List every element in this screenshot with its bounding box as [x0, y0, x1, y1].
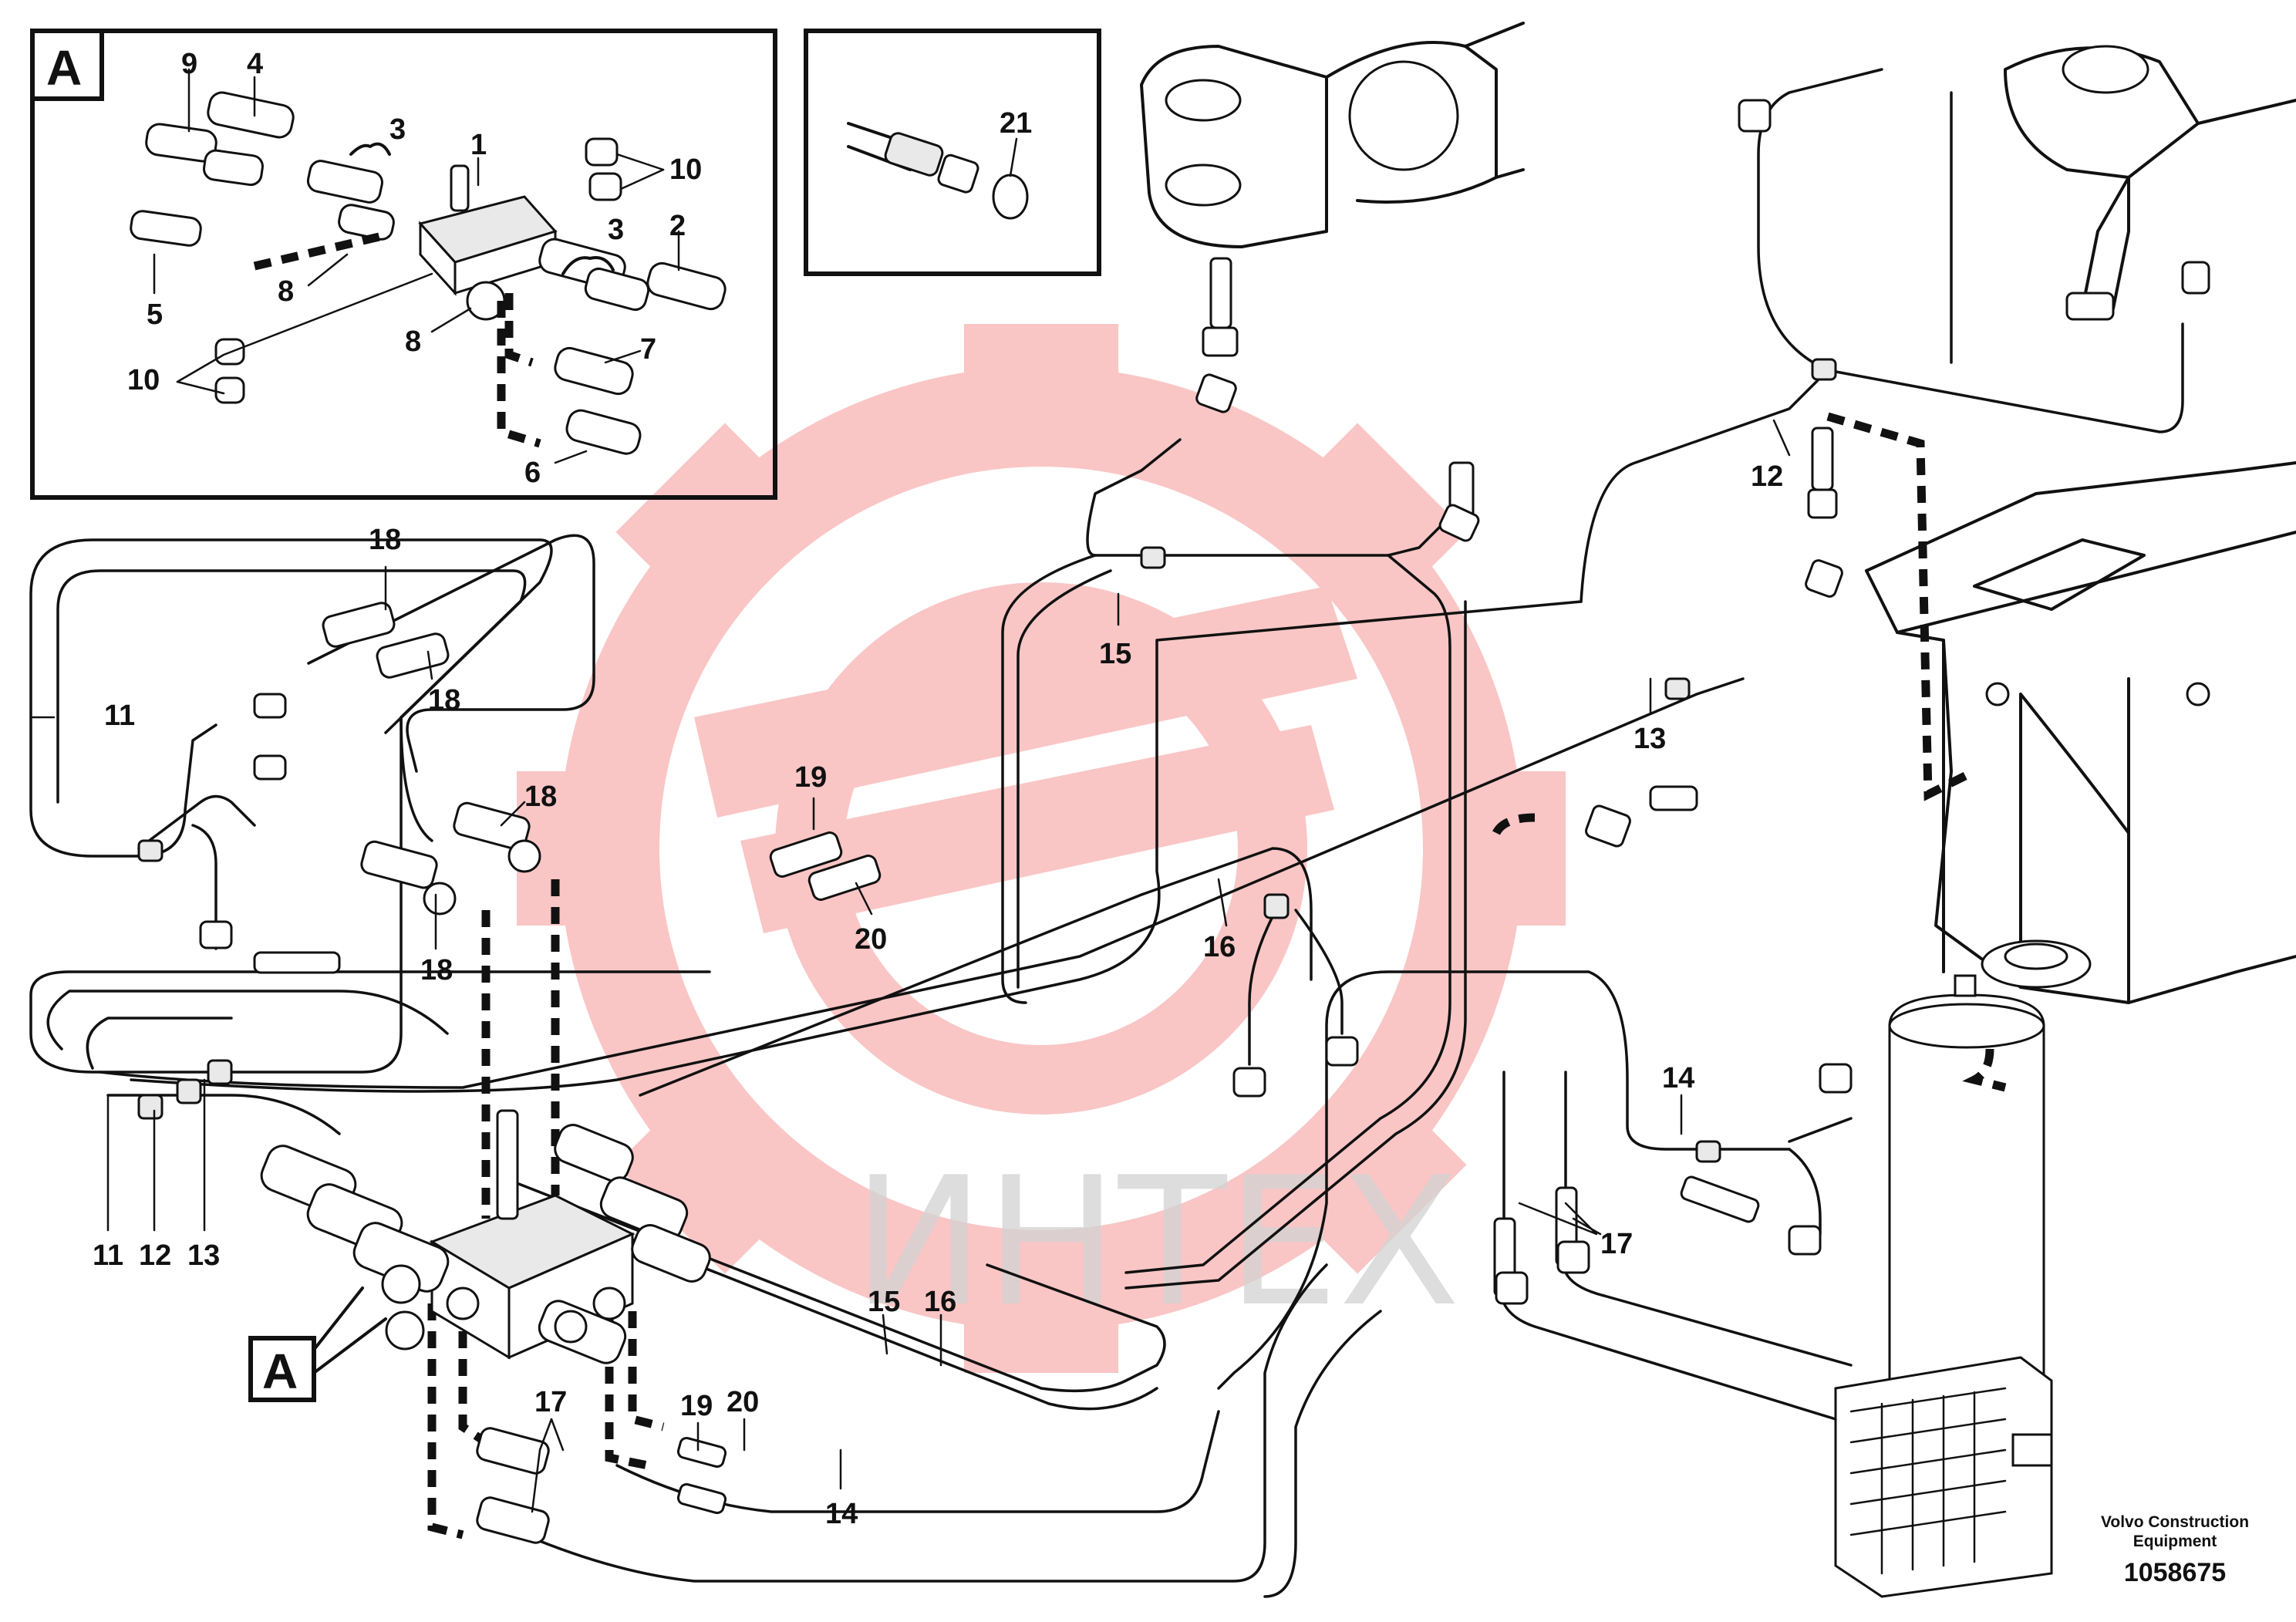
part-label: 17 — [534, 1386, 567, 1418]
valve-manifold-block — [418, 164, 558, 296]
part-label: 16 — [1203, 931, 1236, 963]
part-label: 13 — [1633, 723, 1666, 755]
boom-cylinder-clevis — [1140, 22, 1525, 413]
arm-cylinder-top-right — [2004, 45, 2296, 310]
brand-line-1: Volvo Construction — [2101, 1513, 2249, 1531]
detail-label: 1 — [470, 129, 487, 161]
hose-12 — [130, 600, 1583, 1093]
lubrication-pump — [1834, 974, 2053, 1598]
inset-frame — [804, 29, 1101, 276]
detail-label: 6 — [524, 457, 541, 489]
detail-label: 3 — [608, 214, 624, 246]
coupling-17 — [476, 1496, 550, 1544]
detail-label: 9 — [181, 48, 197, 80]
detail-label: 3 — [389, 113, 406, 146]
coupling-18 — [453, 801, 531, 851]
detail-letter-box — [30, 29, 104, 101]
main-leader-lines — [29, 419, 1791, 1513]
detail-frame — [30, 29, 777, 500]
coupling-18 — [376, 632, 450, 679]
detail-label: 8 — [278, 275, 294, 308]
part-label: 14 — [825, 1498, 858, 1530]
detail-view-a: A — [30, 29, 777, 500]
coupling-18 — [322, 602, 396, 648]
plug-21 — [992, 174, 1029, 220]
part-label: 11 — [93, 1239, 123, 1272]
inset-plug-21: 21 — [804, 29, 1101, 276]
detail-label: 8 — [405, 325, 421, 358]
main-valve-block — [260, 1109, 711, 1364]
part-label: 15 — [868, 1286, 900, 1318]
detail-label: 10 — [669, 153, 702, 186]
hose-bundle-main — [46, 990, 449, 1050]
part-label: 19 — [680, 1390, 713, 1422]
coupling-set-left — [130, 91, 395, 247]
part-label: 20 — [727, 1386, 759, 1418]
hose-13 — [99, 677, 1745, 1089]
part-label: 19 — [794, 761, 827, 794]
coupling-20 — [807, 855, 882, 901]
hose-lines — [29, 68, 2184, 1598]
detail-label: 5 — [147, 298, 163, 331]
watermark-gear-logo — [517, 324, 1566, 1373]
part-label: 18 — [428, 684, 460, 717]
callout-a-letter: A — [262, 1344, 298, 1399]
part-label: 16 — [924, 1286, 956, 1318]
hose-12-upper — [1580, 369, 1829, 603]
hose-11-branch — [137, 794, 256, 850]
detail-label: 2 — [669, 210, 686, 242]
hose-11-upper-inner — [56, 569, 527, 804]
callout-a-box — [248, 1336, 316, 1402]
elbow-fittings — [214, 137, 622, 404]
coupling-17 — [476, 1427, 550, 1475]
footer-brand: Volvo Construction Equipment 1058675 — [2101, 1513, 2249, 1587]
part-label: 13 — [187, 1239, 220, 1272]
detail-letter: A — [46, 40, 82, 96]
part-label: 20 — [855, 923, 887, 956]
callout-a: A — [248, 1286, 387, 1402]
main-callout-labels: 18 18 11 18 18 15 12 13 19 20 16 14 11 1… — [93, 460, 1783, 1530]
part-label: 11 — [104, 700, 135, 732]
detail-label: 10 — [127, 364, 160, 396]
watermark: ИНТЕХ — [517, 324, 1566, 1373]
detail-callout-labels: 9 4 3 1 10 3 2 5 8 8 7 10 6 — [127, 48, 702, 489]
part-label: 12 — [139, 1239, 171, 1272]
detail-leader-lines — [153, 68, 680, 464]
watermark-text: ИНТЕХ — [852, 1140, 1460, 1346]
detail-label: 4 — [247, 48, 263, 80]
part-label: 18 — [420, 954, 453, 986]
part-label: 14 — [1662, 1062, 1694, 1094]
document-number: 1058675 — [2124, 1558, 2226, 1587]
coupling-19 — [769, 831, 843, 878]
part-label: 15 — [1099, 638, 1131, 670]
dashed-grouping-lines — [427, 412, 2007, 1539]
part-label: 18 — [369, 524, 401, 556]
inset-label: 21 — [1000, 107, 1032, 140]
coupling-18 — [360, 840, 438, 889]
part-label: 17 — [1600, 1228, 1633, 1260]
hose-18-loop — [307, 534, 595, 773]
brand-line-2: Equipment — [2133, 1533, 2217, 1550]
hose-14 — [1217, 970, 1791, 1390]
hose-16 — [639, 847, 1313, 1097]
detail-label: 7 — [640, 333, 656, 366]
part-label: 18 — [524, 781, 557, 813]
hose-11-upper — [29, 538, 553, 858]
fittings-main — [137, 99, 2210, 1544]
upper-frame-structure — [1865, 461, 2296, 1004]
part-label: 12 — [1751, 460, 1783, 493]
